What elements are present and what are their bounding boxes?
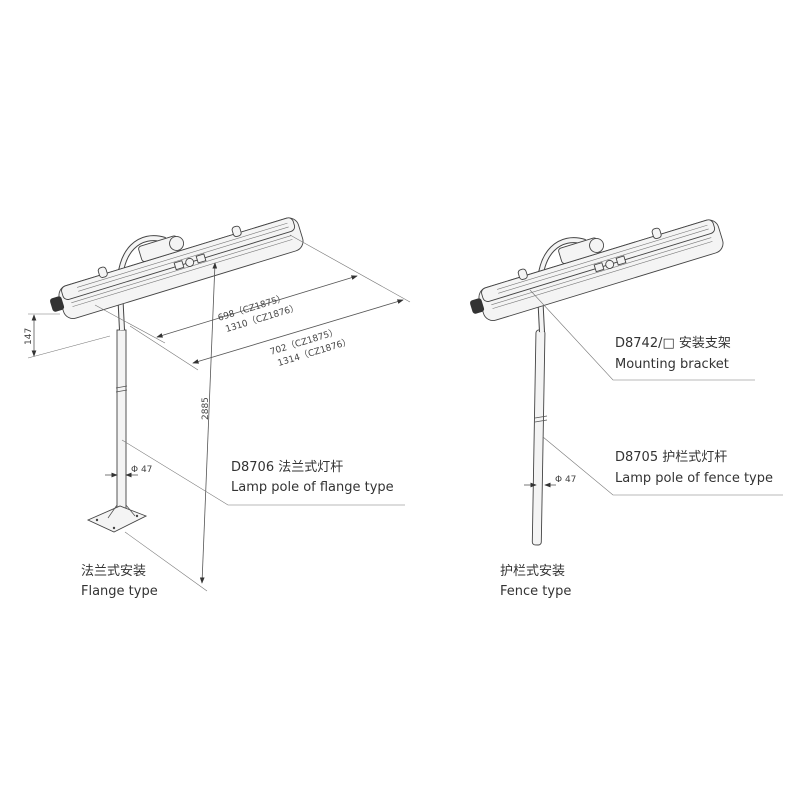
dim-2885-text: 2885 [201, 397, 211, 420]
fence-pole-diameter: Φ 47 [555, 475, 576, 485]
flange-pole-label-cn: D8706 法兰式灯杆 [231, 460, 343, 475]
fence-caption-en: Fence type [500, 584, 571, 599]
fence-lamp [462, 202, 725, 332]
flange-lamp-assembly [42, 200, 305, 533]
flange-caption-cn: 法兰式安装 [81, 564, 146, 579]
flange-base [86, 505, 148, 533]
flange-pole-diameter: Φ 47 [131, 465, 152, 475]
flange-caption-en: Flange type [81, 584, 158, 599]
fence-pole-label-en: Lamp pole of fence type [615, 471, 773, 486]
flange-pole-leader [121, 439, 405, 506]
bracket-leader [529, 289, 755, 381]
fence-pole [531, 329, 546, 546]
bracket-label-cn: D8742/□ 安装支架 [615, 336, 731, 351]
bracket-label-en: Mounting bracket [615, 357, 729, 372]
flange-pole-label-en: Lamp pole of flange type [231, 480, 394, 495]
flange-lamp [42, 200, 305, 330]
fence-caption-cn: 护栏式安装 [500, 564, 565, 579]
fence-lamp-assembly [462, 202, 725, 546]
fence-pole-leader [542, 436, 783, 496]
dim-height-text: 147 [24, 328, 34, 345]
flange-pole [116, 329, 127, 516]
fence-pole-label-cn: D8705 护栏式灯杆 [615, 450, 727, 465]
